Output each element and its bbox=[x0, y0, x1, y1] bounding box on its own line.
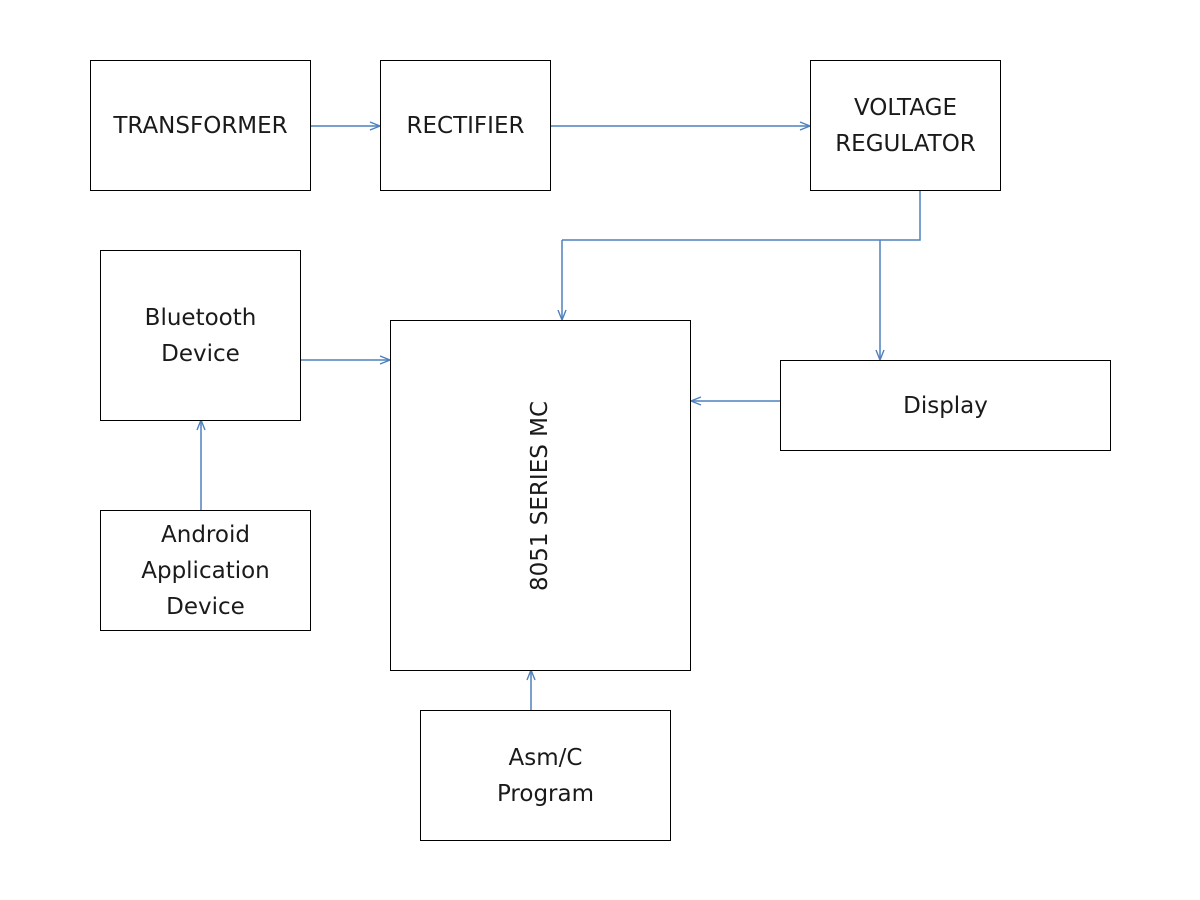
voltage-regulator-label-line-1: VOLTAGE bbox=[853, 94, 957, 121]
bluetooth-device-block: Bluetooth Device bbox=[100, 250, 301, 421]
program-block: Asm/C Program bbox=[420, 710, 671, 841]
rectifier-label: RECTIFIER bbox=[406, 112, 525, 139]
display-block: Display bbox=[780, 360, 1111, 451]
bluetooth-device-label-line-1: Bluetooth bbox=[144, 304, 257, 331]
rectifier-block: RECTIFIER bbox=[380, 60, 551, 191]
bluetooth-device-label-line-2: Device bbox=[161, 340, 240, 367]
android-application-device-label-line-3: Device bbox=[166, 593, 245, 620]
voltage-regulator-label-line-2: REGULATOR bbox=[835, 130, 976, 157]
android-application-device-block: Android Application Device bbox=[100, 510, 311, 631]
microcontroller-block: 8051 SERIES MC bbox=[390, 320, 691, 671]
line-voltage-regulator-supply bbox=[562, 190, 921, 241]
android-application-device-label-line-1: Android bbox=[161, 521, 250, 548]
display-label: Display bbox=[903, 392, 988, 419]
android-application-device-label-line-2: Application bbox=[141, 557, 270, 584]
transformer-block: TRANSFORMER bbox=[90, 60, 311, 191]
microcontroller-label: 8051 SERIES MC bbox=[527, 400, 554, 591]
program-label-line-2: Program bbox=[496, 780, 595, 807]
program-label-line-1: Asm/C bbox=[508, 744, 583, 771]
voltage-regulator-block: VOLTAGE REGULATOR bbox=[810, 60, 1001, 191]
transformer-label: TRANSFORMER bbox=[113, 112, 288, 139]
